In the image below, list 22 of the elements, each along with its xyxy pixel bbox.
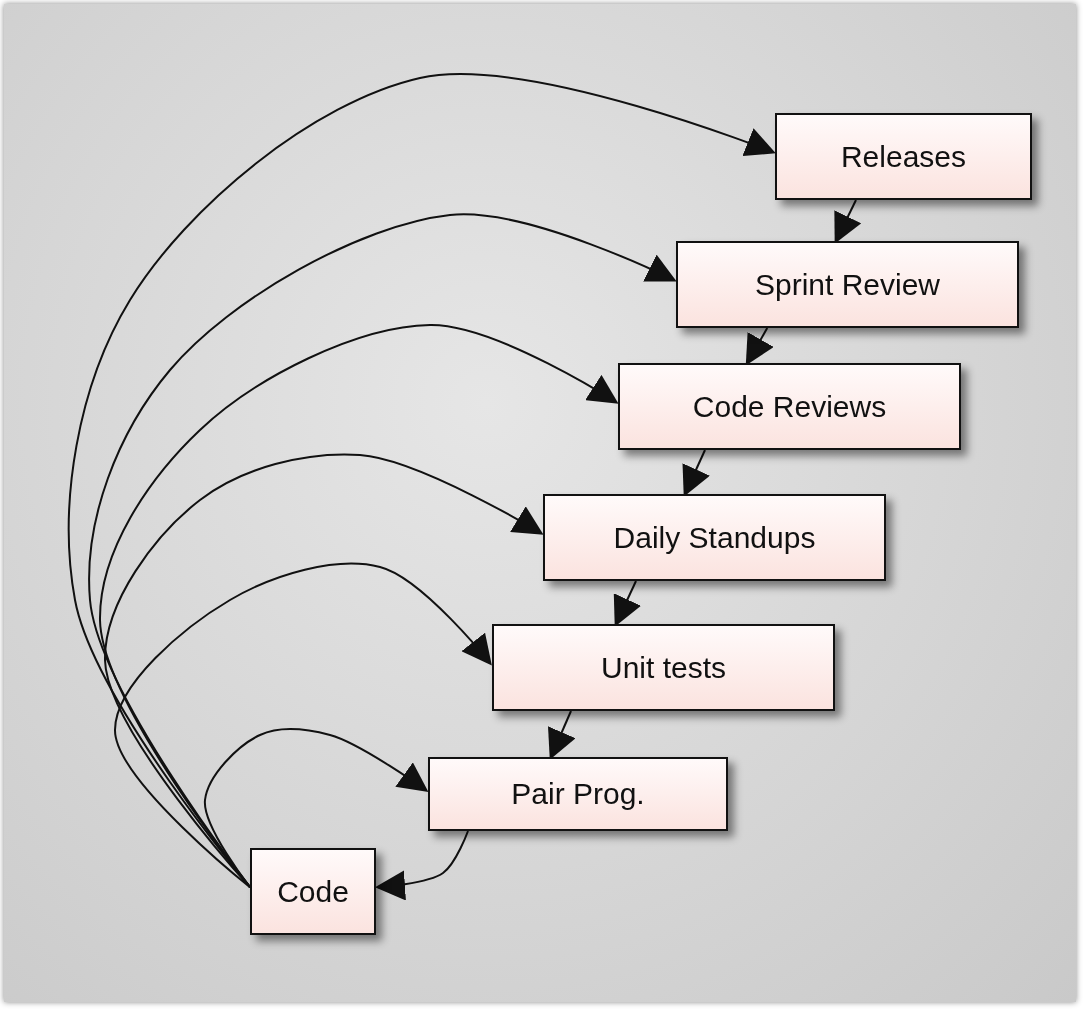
box-label: Unit tests [600,650,726,685]
process-box [428,757,728,831]
arrow [114,562,492,889]
process-box [250,848,376,935]
box-label: Pair Prog. [511,777,645,811]
process-box [676,241,1019,328]
box-label: Daily Standups [613,520,816,555]
process-box [543,494,886,581]
arrow [548,710,576,760]
process-box [492,624,835,711]
box-label: Code Reviews [692,389,887,424]
box-label: Releases [840,139,967,174]
box-label: Sprint Review [754,267,941,302]
arrow [613,580,641,627]
arrow [204,728,429,889]
process-box [775,113,1032,200]
process-box [618,363,961,450]
arrow [834,199,862,244]
box-label: Code [277,874,349,909]
arrow [745,327,774,366]
arrow [682,449,710,497]
arrow [375,830,469,901]
